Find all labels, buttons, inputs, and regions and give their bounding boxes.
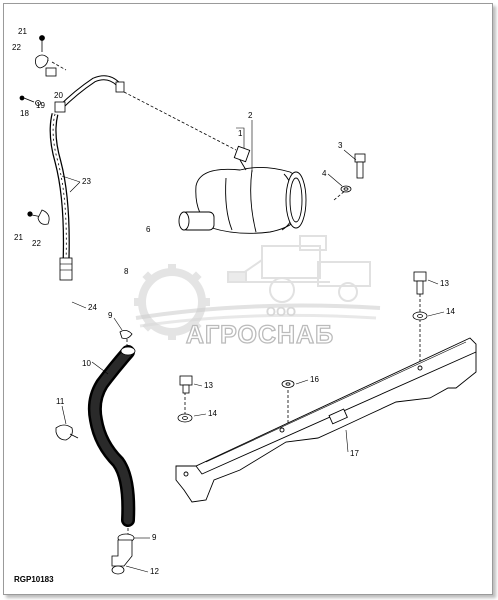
callout-21-top: 21 (18, 27, 27, 36)
drawing-code: RGP10183 (14, 575, 54, 584)
callout-24: 24 (88, 303, 97, 312)
drain-hose (87, 345, 136, 527)
callout-6: 6 (146, 225, 151, 234)
callout-14-bottom: 14 (208, 409, 217, 418)
watermark-line1: ООО (266, 304, 296, 319)
callout-14-top: 14 (446, 307, 455, 316)
clamps-and-elbow (55, 330, 135, 575)
callout-16: 16 (310, 375, 319, 384)
callout-9-top: 9 (108, 311, 113, 320)
callout-9-bottom: 9 (152, 533, 157, 542)
diagram-frame (3, 3, 493, 595)
callout-8: 8 (124, 267, 129, 276)
callout-13-top: 13 (440, 279, 449, 288)
callout-22-top: 22 (12, 43, 21, 52)
watermark-line2: АГРОСНАБ (186, 321, 334, 349)
callout-10: 10 (82, 359, 91, 368)
callout-22-bottom: 22 (32, 239, 41, 248)
rail-fasteners (177, 271, 428, 423)
callout-2: 2 (248, 111, 253, 120)
oil-supply-line (49, 75, 125, 281)
callout-18: 18 (20, 109, 29, 118)
watermark-stripes (135, 303, 381, 328)
side-rail (175, 337, 477, 503)
callout-20: 20 (54, 91, 63, 100)
callout-11: 11 (56, 397, 65, 406)
turbocharger (178, 145, 307, 234)
watermark-harvester-icon (227, 235, 371, 303)
callout-21-bottom: 21 (14, 233, 23, 242)
watermark: ООО АГРОСНАБ (134, 235, 381, 350)
callout-17: 17 (350, 449, 359, 458)
callout-1: 1 (238, 129, 243, 138)
callout-13-bottom: 13 (204, 381, 213, 390)
callout-23: 23 (82, 177, 91, 186)
callout-19: 19 (36, 101, 45, 110)
callout-3: 3 (338, 141, 343, 150)
callout-4: 4 (322, 169, 327, 178)
hardware-top-left (19, 35, 57, 225)
callout-labels: 21 22 20 19 18 23 21 22 24 2 1 3 4 6 8 9… (12, 27, 455, 576)
callout-pointers (61, 120, 445, 573)
callout-12: 12 (150, 567, 159, 576)
bolt-and-washer (340, 153, 366, 193)
